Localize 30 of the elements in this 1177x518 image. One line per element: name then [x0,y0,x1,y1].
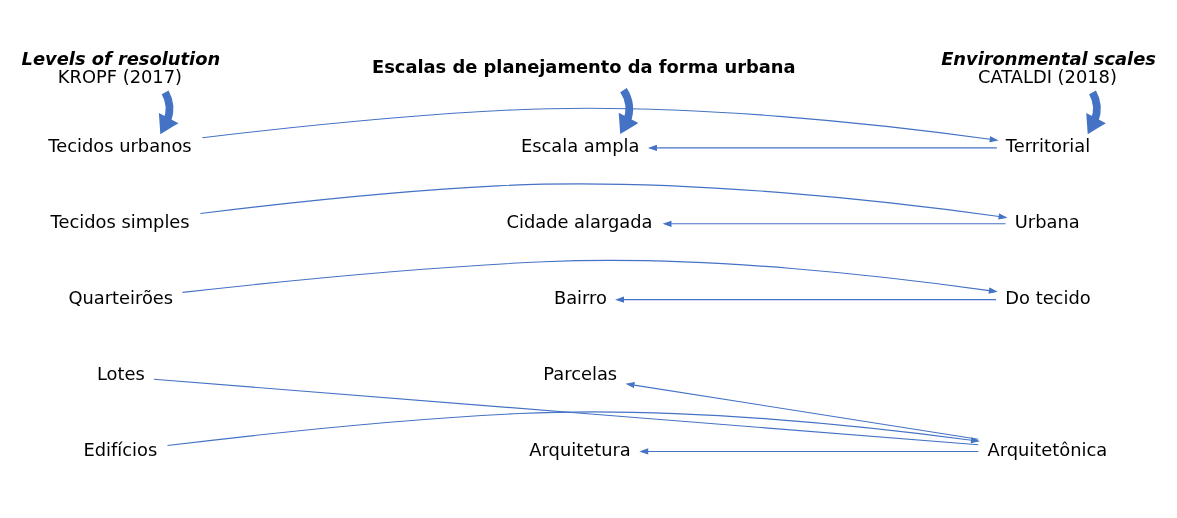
node-text: Territorial [1005,134,1091,156]
arrow [662,220,1007,227]
arrow [625,381,979,440]
connector [153,378,979,445]
arrow [201,107,999,142]
arrow [615,296,997,303]
node-text: Quarteirões [68,286,174,308]
node-text: Escalas de planejamento da forma urbana [372,55,796,77]
arrow [158,90,179,134]
node-text: Arquitetônica [987,438,1108,460]
arrow [639,447,979,455]
node-text: Edifícios [83,438,158,460]
node-text: Levels of resolution KROPF (2017) [21,47,221,87]
node-text: Lotes [96,362,145,384]
arrow [647,144,998,151]
node-text: Bairro [553,286,607,308]
node-text: Tecidos simples [50,210,190,232]
node-text: Escala ampla [520,134,640,156]
arrow [1086,90,1106,134]
node-text: Cidade alargada [506,210,653,232]
arrow [618,87,639,134]
node-text: Arquitetura [529,438,631,460]
node-text: Tecidos urbanos [48,134,192,156]
arrow [181,259,998,294]
node-text: Urbana [1014,210,1080,232]
arrow [199,182,1008,219]
arrow [166,410,980,446]
node-text: Parcelas [543,362,618,384]
node-text: Environmental scales CATALDI (2018) [941,47,1156,87]
node-text: Do tecido [1005,286,1091,308]
